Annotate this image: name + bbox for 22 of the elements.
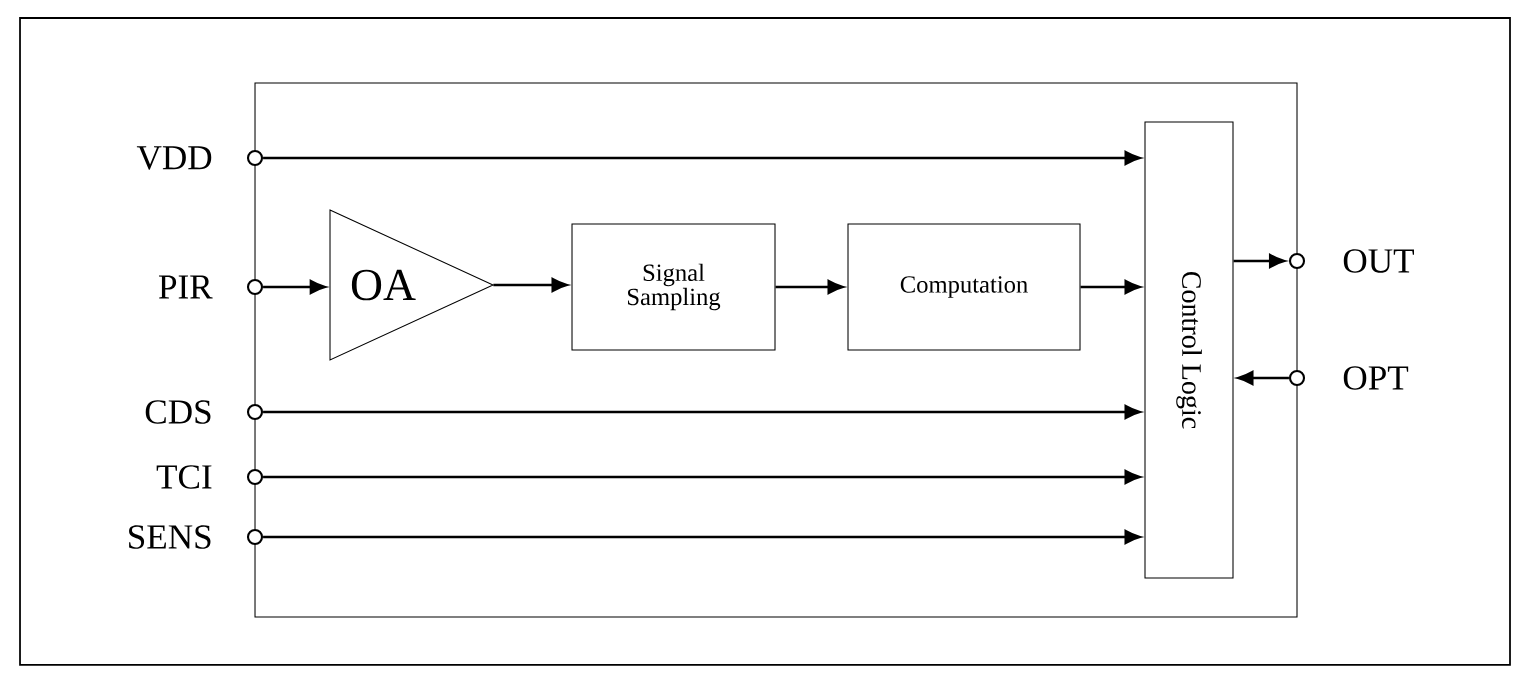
arrow	[263, 279, 327, 295]
control-logic-box: Control Logic	[1144, 121, 1234, 579]
arrow	[263, 529, 1142, 545]
pin-label: VDD	[136, 146, 212, 170]
arrow	[775, 279, 845, 295]
arrow	[1233, 253, 1286, 269]
arrow	[493, 277, 569, 293]
arrow	[1236, 370, 1289, 386]
pin-label: PIR	[159, 275, 213, 299]
pin-label: OUT	[1343, 249, 1414, 273]
process-box: Computation	[847, 223, 1081, 351]
arrow	[263, 469, 1142, 485]
process-box: Signal Sampling	[571, 223, 776, 351]
pin-label: OPT	[1343, 366, 1409, 390]
amplifier-triangle: OA	[329, 209, 495, 361]
arrow	[263, 404, 1142, 420]
pin-label: TCI	[156, 465, 212, 489]
pin-label: CDS	[145, 400, 211, 424]
arrow	[1080, 279, 1142, 295]
pin-label: SENS	[129, 525, 211, 549]
chip-box	[254, 82, 1298, 618]
arrow	[263, 150, 1142, 166]
